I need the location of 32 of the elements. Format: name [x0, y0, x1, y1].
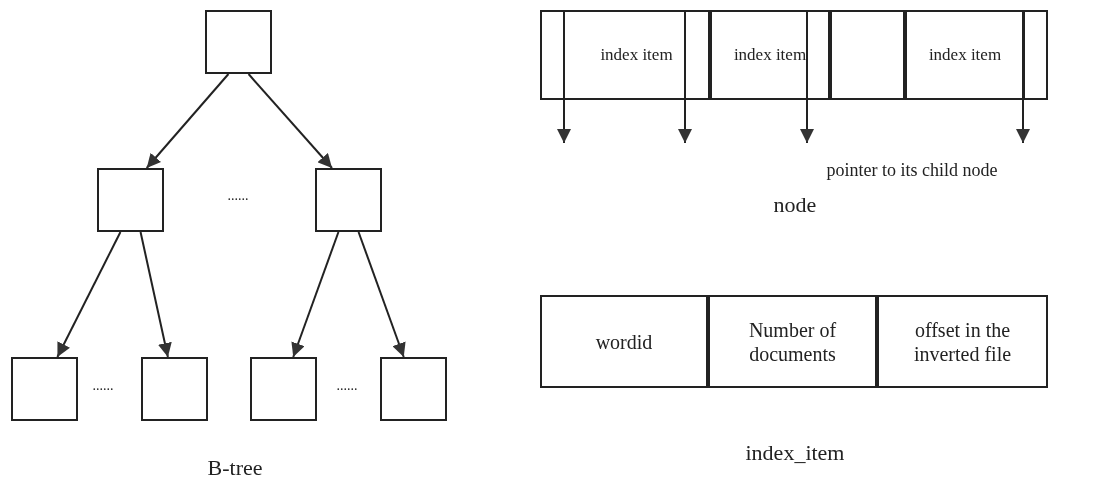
caption: node: [773, 192, 817, 218]
field-cell: offset in the inverted file: [877, 297, 1046, 386]
caption: index_item: [745, 440, 845, 466]
arrow: [247, 73, 333, 169]
ellipsis-mark: ......: [336, 378, 358, 394]
ellipsis-mark: ......: [227, 188, 249, 204]
field-cell: index item: [905, 12, 1025, 98]
tree-node-box: [380, 357, 447, 421]
arrow: [139, 231, 172, 358]
field-cell: wordid: [542, 297, 708, 386]
arrow: [56, 231, 122, 358]
field-cell: index item: [563, 12, 710, 98]
record-box: [540, 295, 1048, 388]
record-box: [540, 10, 1048, 100]
ellipsis-mark: ......: [92, 378, 114, 394]
pointer-arrow: [800, 9, 814, 144]
tree-node-box: [141, 357, 208, 421]
field-cell: index item: [710, 12, 830, 98]
tree-node-box: [97, 168, 164, 232]
pointer-arrow: [678, 9, 692, 144]
field-cell: Number of documents: [708, 297, 877, 386]
caption: pointer to its child node: [826, 160, 998, 181]
tree-node-box: [315, 168, 382, 232]
tree-node-box: [250, 357, 317, 421]
tree-node-box: [205, 10, 272, 74]
pointer-arrow: [1016, 9, 1030, 144]
empty-cell: [830, 12, 905, 98]
arrow: [145, 73, 230, 169]
caption: B-tree: [207, 455, 263, 481]
arrow: [291, 231, 340, 358]
arrow: [357, 231, 406, 358]
tree-node-box: [11, 357, 78, 421]
